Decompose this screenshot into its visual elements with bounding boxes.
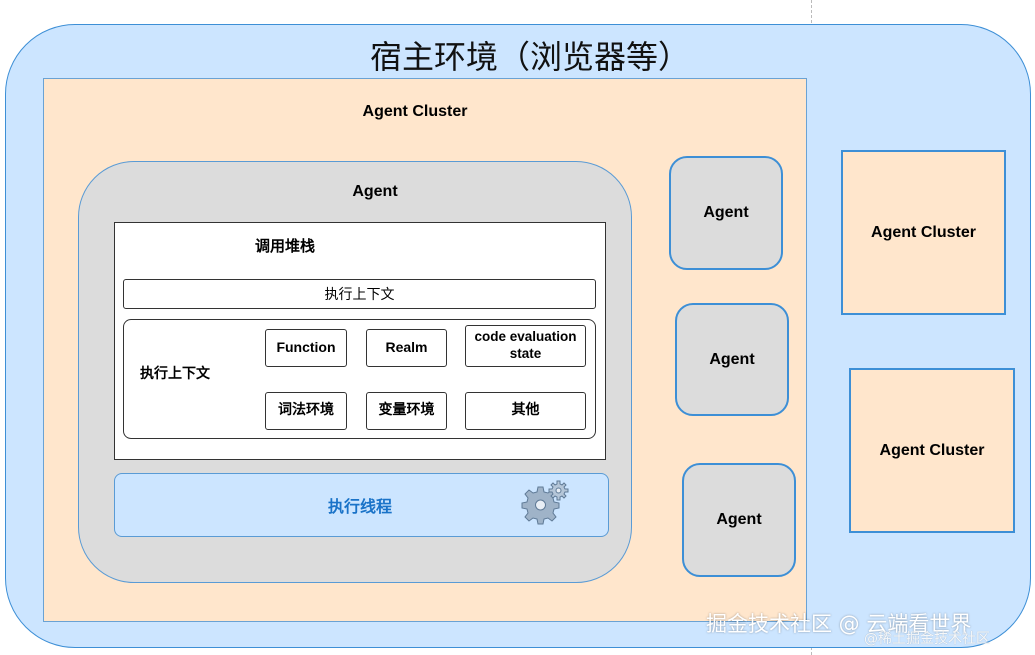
execution-context-label: 执行上下文 <box>140 366 210 382</box>
agent-secondary-2: Agent <box>675 303 789 416</box>
agent-cluster-main-label: Agent Cluster <box>362 103 468 120</box>
component-lexical-environment: 词法环境 <box>265 392 347 430</box>
component-variable-environment: 变量环境 <box>366 392 447 430</box>
component-function: Function <box>265 329 347 367</box>
watermark: 掘金技术社区 @ 云端看世界 <box>706 612 972 636</box>
component-realm: Realm <box>366 329 447 367</box>
agent-secondary-3: Agent <box>682 463 796 577</box>
agent-main-label: Agent <box>352 183 398 200</box>
agent-secondary-1: Agent <box>669 156 783 270</box>
host-title: 宿主环境（浏览器等） <box>369 38 690 76</box>
agent-cluster-side-1: Agent Cluster <box>841 150 1006 315</box>
execution-context-bar: 执行上下文 <box>123 279 596 309</box>
component-code-evaluation-state: code evaluation state <box>465 325 586 367</box>
agent-cluster-side-2: Agent Cluster <box>849 368 1015 533</box>
component-other: 其他 <box>465 392 586 430</box>
watermark-sub: @稀土掘金技术社区 <box>864 631 990 647</box>
execution-thread-label: 执行线程 <box>327 497 392 516</box>
call-stack-title: 调用堆栈 <box>254 236 315 255</box>
gears-icon <box>515 479 573 529</box>
